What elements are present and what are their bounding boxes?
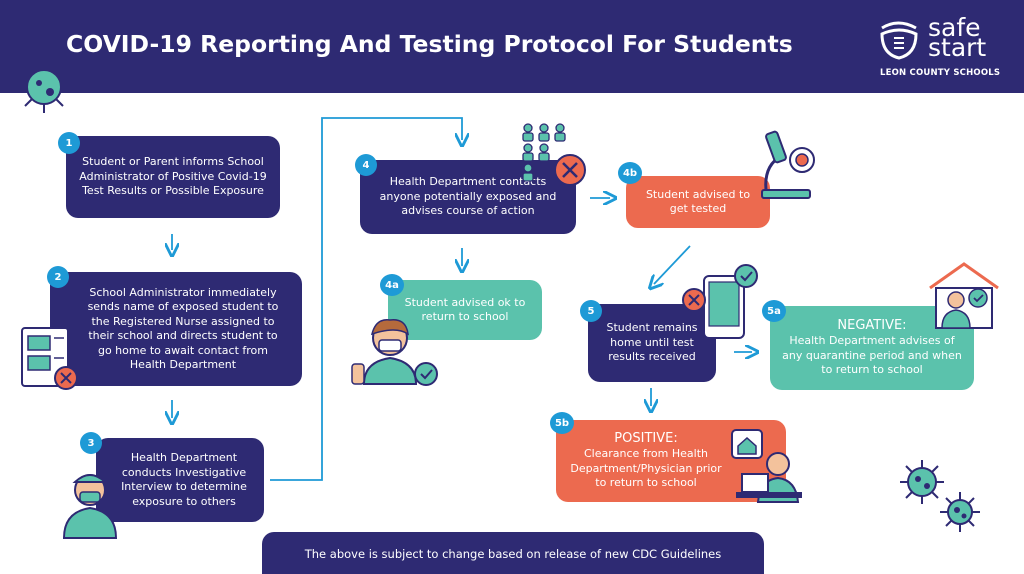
- step-5-badge: 5: [580, 300, 602, 322]
- step-4-box: Health Department contacts anyone potent…: [360, 160, 576, 234]
- step-4a-badge: 4a: [380, 274, 404, 296]
- step-4a-text: Student advised ok to return to school: [404, 295, 526, 324]
- step-4-text: Health Department contacts anyone potent…: [379, 175, 557, 218]
- step-5b-text: Clearance from Health Department/Physici…: [570, 447, 722, 490]
- header-banner: COVID-19 Reporting And Testing Protocol …: [0, 0, 1024, 93]
- brand-subtitle: LEON COUNTY SCHOOLS: [880, 68, 1001, 78]
- step-4b-badge: 4b: [618, 162, 642, 184]
- step-5a-text: Health Department advises of any quarant…: [782, 334, 962, 377]
- mask-logo-icon: [880, 21, 918, 60]
- step-5b-heading: POSITIVE:: [614, 431, 678, 447]
- step-4-badge: 4: [355, 154, 377, 176]
- step-5b-badge: 5b: [550, 412, 574, 434]
- step-5-box: Student remains home until test results …: [588, 304, 716, 382]
- microscope-icon: [761, 130, 815, 199]
- brand-start: start: [928, 33, 987, 62]
- doctor-icon: [62, 474, 118, 539]
- step-1-box: Student or Parent informs School Adminis…: [66, 136, 280, 218]
- arrow-4b-5: [654, 245, 691, 284]
- step-3-box: Health Department conducts Investigative…: [96, 438, 264, 522]
- people-group-icon: [522, 123, 586, 186]
- step-2-text: School Administrator immediately sends n…: [87, 285, 279, 372]
- page-title: COVID-19 Reporting And Testing Protocol …: [66, 30, 793, 58]
- step-5a-box: NEGATIVE: Health Department advises of a…: [770, 306, 974, 390]
- step-2-box: School Administrator immediately sends n…: [50, 272, 302, 386]
- document-chart-icon: [21, 327, 78, 390]
- step-4b-box: Student advised to get tested: [626, 176, 770, 228]
- step-1-text: Student or Parent informs School Adminis…: [79, 155, 267, 198]
- house-person-icon: [929, 262, 999, 329]
- step-2-badge: 2: [47, 266, 69, 288]
- step-5-text: Student remains home until test results …: [606, 321, 698, 364]
- phone-results-icon: [682, 264, 758, 339]
- brand-safe: safe: [928, 13, 981, 42]
- step-4b-text: Student advised to get tested: [645, 187, 751, 216]
- arrow-3-4: [270, 117, 462, 481]
- step-1-badge: 1: [58, 132, 80, 154]
- virus-cluster-icon: [900, 460, 980, 532]
- safe-start-logo: safe start LEON COUNTY SCHOOLS: [876, 13, 1016, 82]
- step-5a-badge: 5a: [762, 300, 786, 322]
- student-mask-icon: [351, 319, 438, 386]
- footer-text: The above is subject to change based on …: [304, 547, 722, 561]
- virus-icon: [18, 61, 70, 113]
- step-5a-heading: NEGATIVE:: [837, 318, 907, 334]
- footer-note: The above is subject to change based on …: [262, 532, 764, 574]
- step-4a-box: Student advised ok to return to school: [388, 280, 542, 340]
- doctor-laptop-icon: [731, 429, 802, 503]
- step-3-text: Health Department conducts Investigative…: [121, 451, 247, 508]
- step-3-badge: 3: [80, 432, 102, 454]
